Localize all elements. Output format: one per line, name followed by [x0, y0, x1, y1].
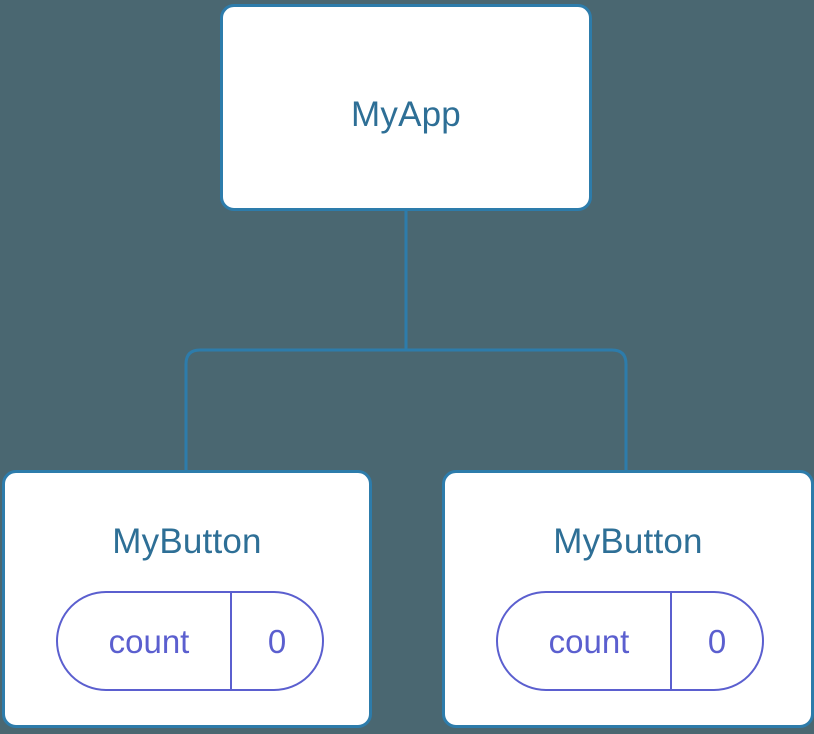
component-node-myapp[interactable]: MyApp: [220, 4, 592, 211]
state-key-label: count: [108, 622, 190, 660]
component-node-mybutton-right[interactable]: MyButton count 0: [442, 470, 814, 728]
component-node-mybutton-left[interactable]: MyButton count 0: [2, 470, 372, 728]
state-pill[interactable]: count 0: [56, 591, 324, 691]
component-name-label: MyButton: [112, 522, 262, 561]
state-key-label: count: [548, 622, 630, 660]
state-pill[interactable]: count 0: [496, 591, 764, 691]
component-name-label: MyButton: [553, 522, 703, 561]
state-value-label: 0: [670, 593, 762, 689]
connector-branch-right: [406, 348, 628, 470]
component-name-label: MyApp: [351, 95, 461, 134]
state-value-label: 0: [230, 593, 322, 689]
connector-branch-left: [184, 348, 406, 470]
